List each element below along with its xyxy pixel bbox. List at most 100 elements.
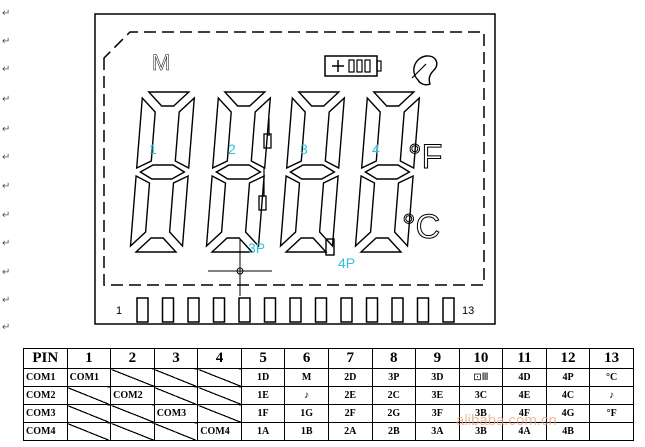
digit-segment xyxy=(318,174,339,248)
digit-segment xyxy=(205,174,227,248)
header-pin-3: 3 xyxy=(153,348,199,369)
row-label-com4: COM4 xyxy=(23,422,68,441)
paragraph-mark: ↵ xyxy=(2,152,11,163)
digit-segment xyxy=(285,96,306,170)
sound-icon xyxy=(411,55,438,86)
digit-label-2: 2 xyxy=(228,141,236,157)
pin-13 xyxy=(442,297,455,323)
header-pin-10: 10 xyxy=(458,348,504,369)
pin-8 xyxy=(314,297,328,323)
sound-icon: ♪ xyxy=(304,390,310,401)
table-cell: 4E xyxy=(502,386,547,405)
table-cell: 2D xyxy=(327,368,373,387)
table-cell: COM1 xyxy=(66,368,112,387)
battery-icon xyxy=(324,55,382,77)
table-cell-empty xyxy=(153,422,199,441)
pin-2 xyxy=(161,297,175,323)
digit-segment xyxy=(399,96,421,170)
paragraph-mark: ↵ xyxy=(2,124,11,135)
table-cell-empty xyxy=(66,404,112,423)
table-cell-empty xyxy=(197,404,242,423)
table-cell-empty xyxy=(197,368,242,387)
header-pin-2: 2 xyxy=(110,348,155,369)
table-cell: °F xyxy=(589,404,634,423)
pin-6 xyxy=(263,297,277,323)
digit-segment xyxy=(129,174,151,248)
table-cell-empty xyxy=(197,386,242,405)
digit-segment xyxy=(215,164,262,180)
pin-3 xyxy=(187,297,200,323)
paragraph-mark: ↵ xyxy=(2,210,11,221)
pin-7 xyxy=(289,297,302,323)
header-pin-4: 4 xyxy=(197,348,242,369)
paragraph-mark: ↵ xyxy=(2,181,11,192)
digit-segment xyxy=(244,174,265,248)
table-cell: 4A xyxy=(502,422,547,441)
table-cell-empty xyxy=(110,368,155,387)
point-label-4p: 4P xyxy=(338,255,355,271)
digit-segment xyxy=(372,91,416,107)
table-cell-empty xyxy=(110,404,155,423)
digit-2 xyxy=(205,91,272,253)
digit-3 xyxy=(279,91,346,253)
sound-icon: ♪ xyxy=(609,390,615,401)
pin-label-last: 13 xyxy=(462,305,474,317)
row-label-com1: COM1 xyxy=(23,368,68,387)
decimal-point-4p xyxy=(325,238,335,256)
table-cell: 3B xyxy=(458,422,504,441)
digit-segment xyxy=(289,164,336,180)
paragraph-mark: ↵ xyxy=(2,295,11,306)
mode-indicator: M xyxy=(152,50,170,75)
table-cell: COM3 xyxy=(153,404,199,423)
digit-4 xyxy=(354,91,421,253)
table-cell: M xyxy=(284,368,329,387)
digit-segment xyxy=(211,96,232,170)
table-cell: 2C xyxy=(371,386,417,405)
pin-1 xyxy=(136,297,149,323)
pin-label-first: 1 xyxy=(116,305,122,317)
digit-segment xyxy=(324,96,346,170)
table-cell-empty xyxy=(66,422,112,441)
digit-segment xyxy=(250,96,272,170)
digit-segment xyxy=(134,237,178,253)
crosshair-marker xyxy=(208,240,272,296)
header-pin-9: 9 xyxy=(415,348,460,369)
fahrenheit-indicator: °F xyxy=(408,138,442,176)
table-cell: 4C xyxy=(545,386,591,405)
table-cell: 2B xyxy=(371,422,417,441)
table-cell-empty xyxy=(153,386,199,405)
table-cell: ♪ xyxy=(589,386,634,405)
separator-lower xyxy=(258,195,267,211)
table-cell: 2F xyxy=(327,404,373,423)
separator-upper xyxy=(263,133,272,149)
digit-segment xyxy=(139,164,186,180)
table-cell: 1A xyxy=(240,422,286,441)
row-label-com2: COM2 xyxy=(23,386,68,405)
table-cell-empty xyxy=(110,422,155,441)
table-cell: ♪ xyxy=(284,386,329,405)
table-cell: 3E xyxy=(415,386,460,405)
table-cell: 4D xyxy=(502,368,547,387)
digit-segment xyxy=(135,96,156,170)
header-pin-8: 8 xyxy=(371,348,417,369)
row-label-com3: COM3 xyxy=(23,404,68,423)
table-cell: ⊡Ⅲ xyxy=(458,368,504,387)
paragraph-mark: ↵ xyxy=(2,94,11,105)
table-cell: 4P xyxy=(545,368,591,387)
digit-segment xyxy=(210,237,254,253)
lcd-viewing-area xyxy=(103,31,485,286)
header-pin-7: 7 xyxy=(327,348,373,369)
digit-segment xyxy=(393,174,414,248)
paragraph-mark: ↵ xyxy=(2,267,11,278)
digit-segment xyxy=(147,91,191,107)
header-pin-1: 1 xyxy=(66,348,112,369)
header-pin-12: 12 xyxy=(545,348,591,369)
header-pin: PIN xyxy=(23,348,68,369)
table-cell: 1F xyxy=(240,404,286,423)
digit-segment xyxy=(297,91,341,107)
